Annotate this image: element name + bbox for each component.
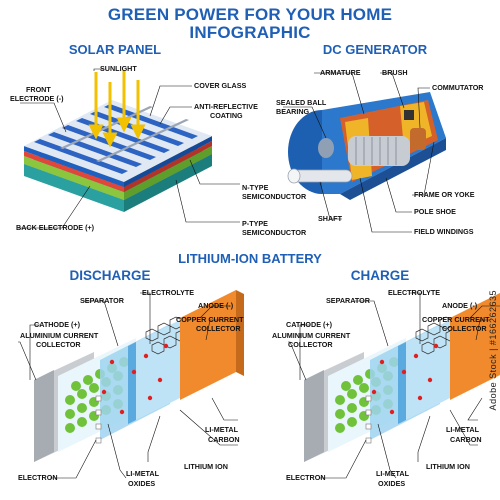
discharge-label-li-metal-oxides-2: OXIDES	[128, 479, 156, 488]
charge-label-cathode: CATHODE (+)	[286, 320, 332, 329]
label-p-type-1: P-TYPE	[242, 219, 268, 228]
dc-generator-illustration	[283, 72, 446, 233]
label-cover-glass: COVER GLASS	[194, 81, 247, 90]
charge-label-li-metal-oxides-2: OXIDES	[378, 479, 406, 488]
label-pole-shoe: POLE SHOE	[414, 207, 456, 216]
charge-label-li-metal-oxides-1: LI-METAL	[376, 469, 409, 478]
label-sealed-ball-1: SEALED BALL	[276, 98, 327, 107]
dc-generator-heading: DC GENERATOR	[322, 42, 428, 57]
discharge-label-copper-2: COLLECTOR	[196, 324, 241, 333]
discharge-label-li-metal-carbon-1: LI-METAL	[205, 425, 238, 434]
label-commutator: COMMUTATOR	[432, 83, 484, 92]
discharge-label-electrolyte: ELECTROLYTE	[142, 288, 195, 297]
label-sunlight: SUNLIGHT	[100, 64, 137, 73]
discharge-leader-lines	[18, 292, 238, 479]
label-frame-yoke: FRAME OR YOKE	[414, 190, 475, 199]
label-p-type-2: SEMICONDUCTOR	[242, 228, 307, 237]
charge-leader-lines	[288, 292, 500, 479]
discharge-label-aluminium-1: ALUMINIUM CURRENT	[20, 331, 99, 340]
infographic-title-line1: GREEN POWER FOR YOUR HOME	[107, 5, 393, 24]
label-n-type-1: N-TYPE	[242, 183, 269, 192]
discharge-label-li-metal-carbon-2: CARBON	[208, 435, 240, 444]
label-field-windings: FIELD WINDINGS	[414, 227, 474, 236]
discharge-heading: DISCHARGE	[69, 268, 151, 283]
charge-label-electrolyte: ELECTROLYTE	[388, 288, 441, 297]
charge-label-aluminium-1: ALUMINIUM CURRENT	[272, 331, 351, 340]
charge-label-anode: ANODE (-)	[442, 301, 478, 310]
battery-heading: LITHIUM-ION BATTERY	[178, 251, 322, 266]
label-brush: BRUSH	[382, 68, 408, 77]
solar-panel-illustration	[18, 68, 240, 229]
charge-label-lithium-ion: LITHIUM ION	[426, 462, 470, 471]
discharge-label-aluminium-2: COLLECTOR	[36, 340, 81, 349]
label-anti-reflective-2: COATING	[210, 111, 243, 120]
discharge-label-anode: ANODE (-)	[198, 301, 234, 310]
label-back-electrode: BACK ELECTRODE (+)	[16, 223, 95, 232]
discharge-label-electron: ELECTRON	[18, 473, 58, 482]
charge-label-separator: SEPARATOR	[326, 296, 370, 305]
charge-label-li-metal-carbon-1: LI-METAL	[446, 425, 479, 434]
charge-heading: CHARGE	[350, 268, 410, 283]
solar-panel-heading: SOLAR PANEL	[68, 42, 162, 57]
infographic-title-line2: INFOGRAPHIC	[189, 23, 311, 42]
label-front-electrode-2: ELECTRODE (-)	[10, 94, 64, 103]
discharge-label-copper-1: COPPER CURRENT	[176, 315, 244, 324]
discharge-label-cathode: CATHODE (+)	[34, 320, 80, 329]
discharge-label-separator: SEPARATOR	[80, 296, 124, 305]
label-n-type-2: SEMICONDUCTOR	[242, 192, 307, 201]
stock-id-watermark: Adobe Stock | #166262635	[488, 289, 498, 410]
label-sealed-ball-2: BEARING	[276, 107, 310, 116]
charge-label-copper-1: COPPER CURRENT	[422, 315, 490, 324]
battery-discharge-illustration	[34, 290, 244, 462]
label-anti-reflective-1: ANTI-REFLECTIVE	[194, 102, 258, 111]
charge-label-aluminium-2: COLLECTOR	[288, 340, 333, 349]
label-shaft: SHAFT	[318, 214, 342, 223]
label-armature: ARMATURE	[320, 68, 361, 77]
discharge-label-lithium-ion: LITHIUM ION	[184, 462, 228, 471]
charge-label-li-metal-carbon-2: CARBON	[450, 435, 482, 444]
discharge-label-li-metal-oxides-1: LI-METAL	[126, 469, 159, 478]
charge-label-copper-2: COLLECTOR	[442, 324, 487, 333]
charge-label-electron: ELECTRON	[286, 473, 326, 482]
label-front-electrode-1: FRONT	[26, 85, 51, 94]
